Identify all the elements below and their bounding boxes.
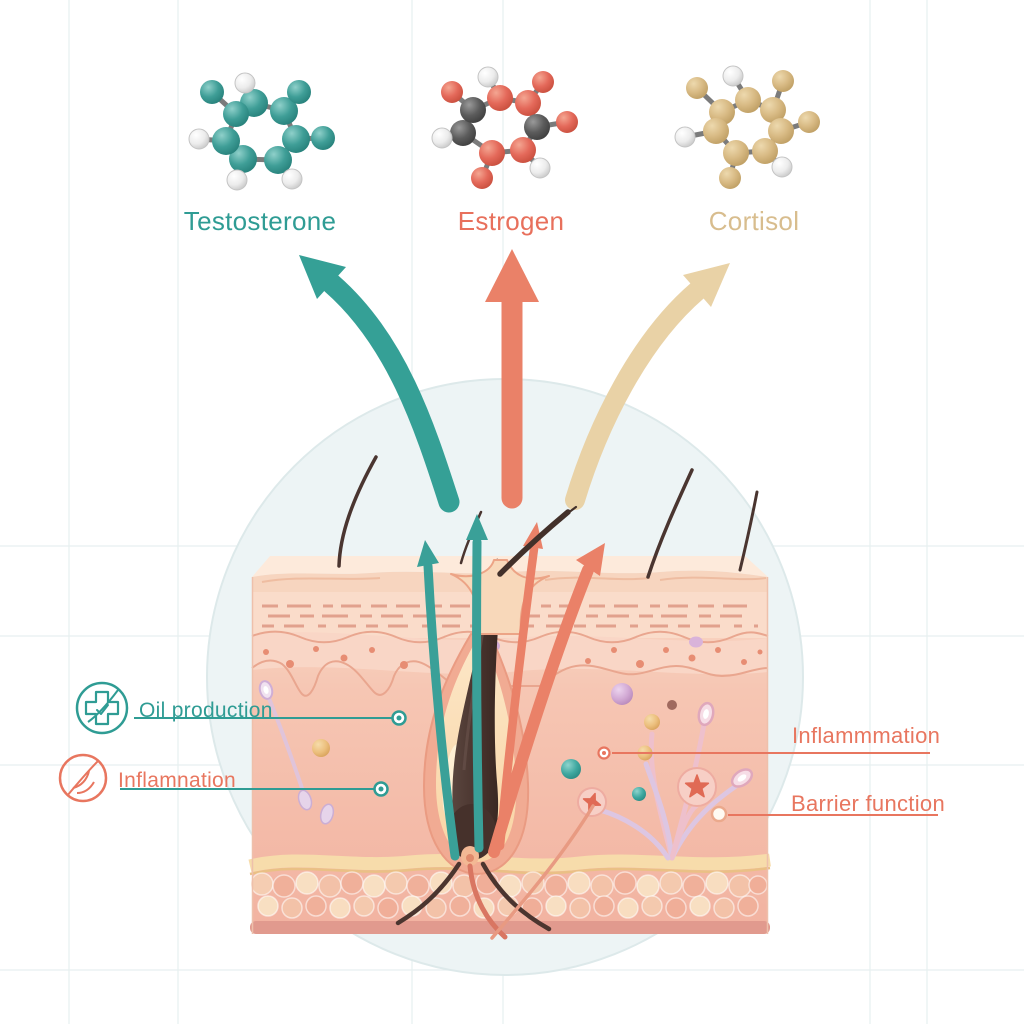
oil-production-label: Oil production	[139, 698, 273, 722]
inflammation-left-annotation: Inflamnation	[57, 752, 236, 809]
oil-production-connector	[134, 710, 407, 726]
dendritic-cell	[677, 767, 717, 807]
inflammation-left-connector	[120, 781, 389, 797]
left-nerve-branch	[258, 680, 335, 825]
langerhans-cell	[689, 636, 703, 648]
melanocyte-ball	[611, 683, 633, 705]
cortisol-label: Cortisol	[708, 206, 800, 236]
cortisol-molecule	[674, 65, 820, 189]
cytokine-ball	[561, 759, 581, 779]
testosterone-arrow	[299, 255, 460, 513]
testosterone-molecule	[188, 72, 335, 191]
inflammation-left-label: Inflamnation	[118, 768, 237, 792]
follicle-roots	[395, 804, 595, 940]
immune-cells	[561, 683, 717, 817]
estrogen-label: Estrogen	[457, 206, 565, 236]
testosterone-label: Testosterone	[183, 206, 337, 236]
epidermal-junction-lines	[251, 630, 769, 697]
medical-cross-icon	[74, 680, 130, 741]
follicle-arrows	[417, 514, 605, 861]
hair-bulb	[448, 804, 496, 860]
sebum-droplet	[312, 739, 330, 757]
sebum-droplet	[644, 714, 660, 730]
oil-production-annotation: Oil production	[74, 680, 273, 741]
barrier-function-connector	[710, 805, 938, 823]
cytokine-ball	[632, 787, 646, 801]
inflammation-right-connector	[597, 746, 930, 760]
estrogen-molecule	[431, 66, 578, 189]
barrier-anchor-ball	[710, 805, 728, 823]
skin-surface-creases	[261, 576, 767, 583]
barrier-function-label: Barrier function	[791, 791, 945, 816]
basal-strip	[250, 921, 770, 934]
inflammation-right-label: Inflammmation	[792, 723, 941, 748]
central-hair	[497, 505, 578, 577]
microbe-dot	[667, 700, 677, 710]
estrogen-arrow	[485, 249, 539, 509]
cortisol-arrow	[565, 263, 730, 510]
sprout-icon	[57, 752, 109, 809]
